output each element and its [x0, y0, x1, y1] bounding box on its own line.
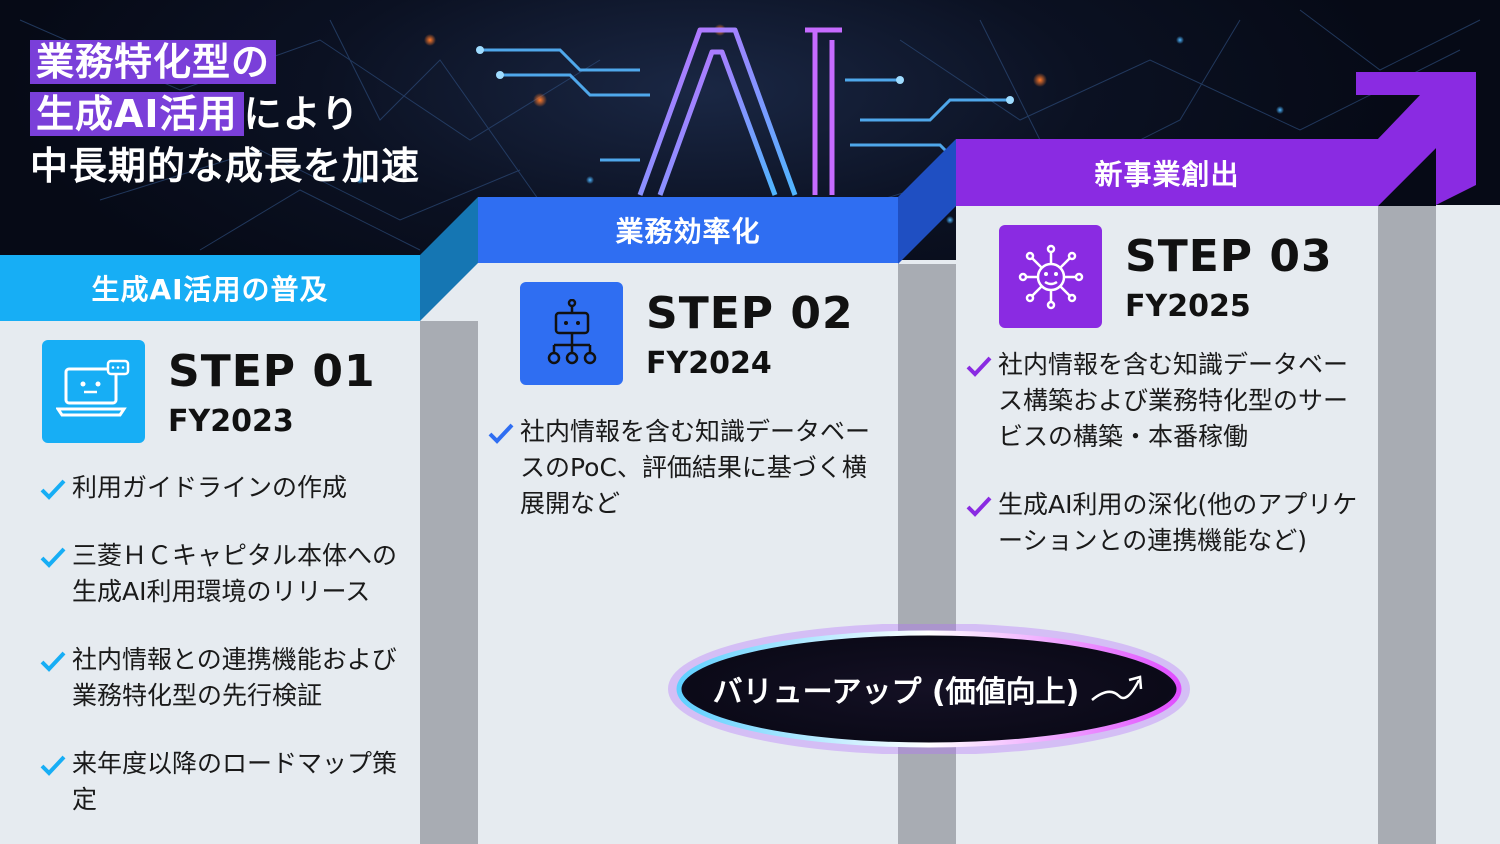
ai-circuit-art [19, 9, 1481, 251]
step1-band: 生成AI活用の普及 [0, 255, 420, 321]
arrow-head [1356, 72, 1476, 206]
laptop-chat-icon [42, 340, 145, 443]
headline: 業務特化型の 生成AI活用により 中長期的な成長を加速 [30, 36, 420, 192]
list-item: 三菱ＨＣキャピタル本体への生成AI利用環境のリリース [40, 538, 410, 610]
list-item: 利用ガイドラインの作成 [40, 470, 410, 506]
right-edge [1436, 205, 1500, 844]
value-up-label: バリューアップ (価値向上) [712, 675, 1080, 710]
value-up-badge: バリューアップ (価値向上) [668, 624, 1190, 754]
list-item: 社内情報との連携機能および業務特化型の先行検証 [40, 642, 410, 714]
step2-bullets: 社内情報を含む知識データベースのPoC、評価結果に基づく横展開など [488, 414, 888, 522]
headline-line-2: 生成AI活用により [30, 88, 420, 140]
ai-virus-network-icon [999, 225, 1102, 328]
headline-line-3: 中長期的な成長を加速 [30, 144, 421, 188]
headline-highlight-1: 業務特化型の [30, 40, 277, 84]
step3-year: FY2025 [1125, 289, 1251, 324]
check-icon [40, 547, 66, 568]
list-item: 社内情報を含む知識データベース構築および業務特化型のサービスの構築・本番稼働 [966, 347, 1368, 455]
step1-year: FY2023 [168, 404, 294, 439]
check-icon [40, 479, 66, 500]
step2-year: FY2024 [646, 346, 772, 381]
headline-line-2-rest: により [243, 92, 360, 136]
list-item: 生成AI利用の深化(他のアプリケーションとの連携機能など) [966, 487, 1368, 559]
check-icon [488, 423, 514, 444]
step2-side [898, 264, 956, 844]
step1-bullets: 利用ガイドラインの作成 三菱ＨＣキャピタル本体への生成AI利用環境のリリース 社… [40, 470, 410, 844]
value-up-ring [668, 624, 1190, 754]
list-item: 社内情報を含む知識データベースのPoC、評価結果に基づく横展開など [488, 414, 888, 522]
headline-highlight-2: 生成AI活用 [30, 92, 244, 136]
check-icon [966, 356, 992, 377]
step1-side [420, 321, 478, 844]
headline-line-1: 業務特化型の [30, 36, 420, 88]
check-icon [40, 651, 66, 672]
robot-network-icon [520, 282, 623, 385]
step3-bullets: 社内情報を含む知識データベース構築および業務特化型のサービスの構築・本番稼働 生… [966, 347, 1368, 591]
check-icon [966, 496, 992, 517]
step3-title: STEP 03 [1125, 231, 1333, 282]
curved-arrow-up-right-icon [1091, 675, 1143, 701]
step2-band: 業務効率化 [478, 197, 898, 263]
step2-title: STEP 02 [646, 288, 854, 339]
step3-side [1378, 206, 1436, 844]
step3-band: 新事業創出 [956, 139, 1378, 206]
step1-title: STEP 01 [168, 346, 376, 397]
list-item: 来年度以降のロードマップ策定 [40, 746, 410, 818]
check-icon [40, 755, 66, 776]
